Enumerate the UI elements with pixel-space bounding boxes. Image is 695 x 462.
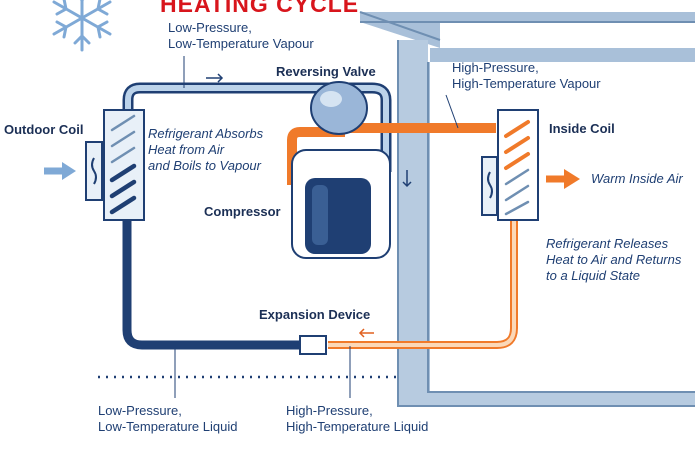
expansion-device	[299, 335, 327, 355]
inside-coil	[497, 109, 539, 221]
compressor-label: Compressor	[204, 204, 281, 219]
label-line: High-Pressure,	[286, 403, 373, 418]
flow-arrow-down	[402, 170, 412, 188]
flow-arrow-right	[206, 73, 224, 83]
fan-icon	[481, 156, 498, 216]
label-line: to a Liquid State	[546, 268, 640, 283]
expansion-device-label: Expansion Device	[259, 307, 371, 322]
flow-arrow-left	[358, 328, 374, 338]
warm-inside-air-label: Warm Inside Air	[591, 171, 683, 186]
outdoor-coil	[103, 109, 145, 221]
reversing-valve-label: Reversing Valve	[276, 64, 376, 79]
label-line: High-Temperature Vapour	[452, 76, 601, 91]
high-pressure-vapour-label: High-Pressure, High-Temperature Vapour	[452, 60, 601, 92]
refrigerant-absorbs-label: Refrigerant Absorbs Heat from Air and Bo…	[148, 126, 263, 174]
low-pressure-vapour-label: Low-Pressure, Low-Temperature Vapour	[168, 20, 314, 52]
label-line: and Boils to Vapour	[148, 158, 261, 173]
cold-refrigerant-lines	[122, 82, 392, 350]
diagram-title: HEATING CYCLE	[160, 0, 360, 17]
label-line: Refrigerant Releases	[546, 236, 669, 251]
label-line: Low-Temperature Vapour	[168, 36, 314, 51]
label-line: Heat to Air and Returns	[546, 252, 682, 267]
warm-air-arrow	[546, 169, 580, 189]
outdoor-air-arrow	[44, 162, 76, 180]
high-pressure-liquid-label: High-Pressure, High-Temperature Liquid	[286, 403, 428, 435]
label-line: Low-Temperature Liquid	[98, 419, 238, 434]
outdoor-coil-label: Outdoor Coil	[4, 122, 84, 137]
fan-icon	[85, 141, 103, 201]
house-outline	[359, 11, 695, 407]
label-line: Low-Pressure,	[168, 20, 252, 35]
reversing-valve	[310, 81, 368, 135]
hot-refrigerant-lines	[287, 123, 518, 349]
label-line: High-Pressure,	[452, 60, 539, 75]
leader-lines	[174, 56, 459, 398]
low-pressure-liquid-label: Low-Pressure, Low-Temperature Liquid	[98, 403, 237, 435]
label-line: Heat from Air	[148, 142, 225, 157]
refrigerant-releases-label: Refrigerant Releases Heat to Air and Ret…	[546, 236, 681, 284]
label-line: Refrigerant Absorbs	[148, 126, 264, 141]
snowflake-icon	[52, 0, 112, 52]
compressor	[291, 149, 391, 259]
label-line: Low-Pressure,	[98, 403, 182, 418]
inside-coil-label: Inside Coil	[549, 121, 615, 136]
label-line: High-Temperature Liquid	[286, 419, 429, 434]
